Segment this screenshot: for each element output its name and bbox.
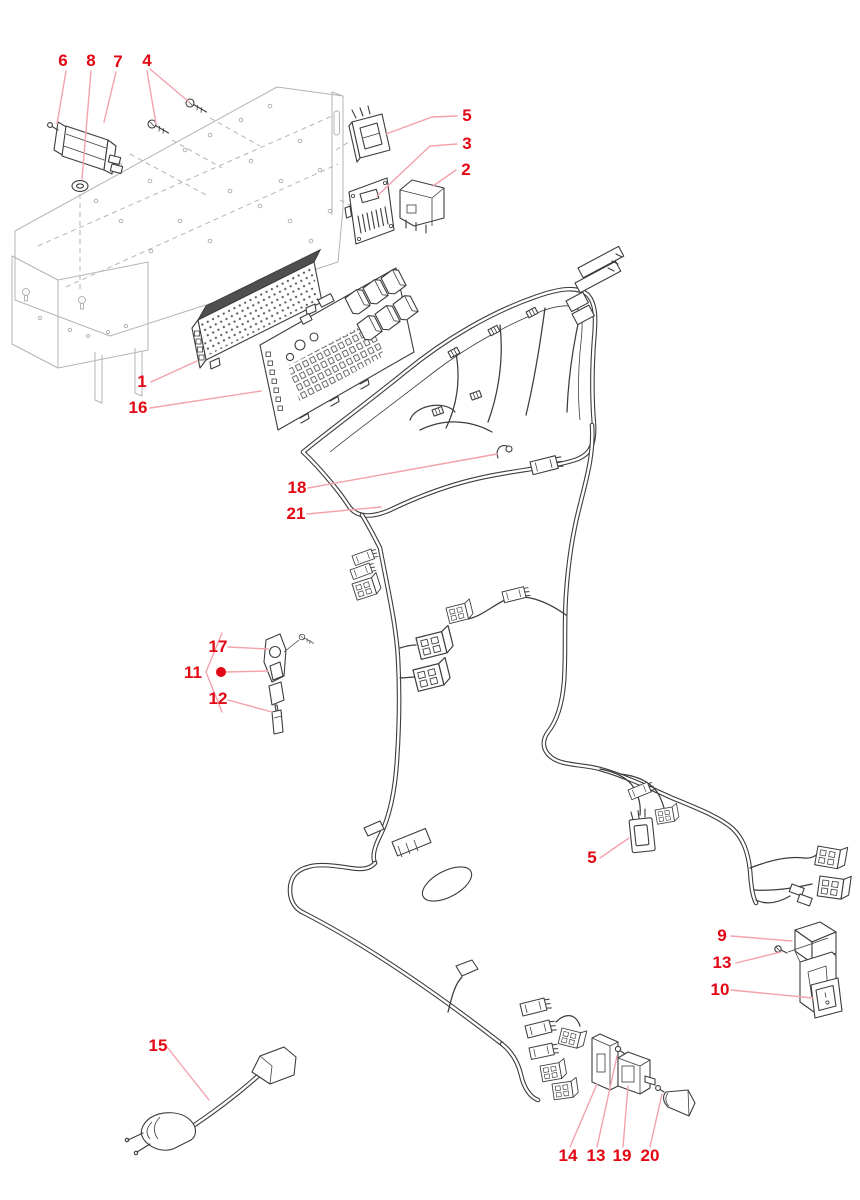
callout-10: 10 (711, 980, 730, 999)
part-14-socket-plate (591, 1033, 619, 1091)
part-2-transformer (399, 179, 445, 234)
callout-13-right: 13 (713, 953, 732, 972)
callout-9: 9 (717, 926, 726, 945)
part-16-control-board (259, 266, 420, 431)
part-21-wiring-harness (290, 245, 852, 1101)
part-7-mains-filter (53, 121, 124, 175)
callout-14: 14 (559, 1146, 578, 1165)
callout-11-marker-dot (216, 667, 226, 677)
part-3-power-board (344, 177, 395, 245)
callout-13-bottom: 13 (587, 1146, 606, 1165)
harness-top-connectors (565, 245, 625, 326)
part-12-fuse (268, 681, 285, 735)
callout-12: 12 (209, 689, 228, 708)
callout-5-bottom: 5 (587, 848, 596, 867)
part-19-appliance-socket (617, 1051, 656, 1095)
callout-19: 19 (613, 1146, 632, 1165)
callout-6: 6 (58, 51, 67, 70)
assembly-dashed-lines (37, 115, 353, 292)
part-8-grommet (71, 180, 89, 192)
callout-20: 20 (641, 1146, 660, 1165)
harness-anchor-clips (363, 820, 473, 902)
callout-7: 7 (113, 52, 122, 71)
callout-8: 8 (86, 51, 95, 70)
callout-4: 4 (142, 51, 152, 70)
part-10-power-switch (810, 977, 843, 1019)
part-5-switch-bottom (628, 808, 656, 854)
part-18-wire-clip (496, 445, 513, 459)
part-5-rocker-switch-top (348, 105, 391, 163)
chassis-panel (11, 86, 353, 404)
callout-11: 11 (184, 663, 202, 682)
chassis-holes (37, 103, 333, 339)
harness-bottom-cluster (519, 996, 588, 1101)
part-4-screw-a (147, 119, 170, 135)
part-15-power-cord (124, 1046, 297, 1156)
callout-17: 17 (209, 637, 228, 656)
callout-5-top: 5 (462, 106, 471, 125)
callout-21: 21 (287, 504, 306, 523)
callout-15: 15 (149, 1036, 168, 1055)
part-17-thermal-fuse (263, 633, 314, 683)
callout-16: 16 (129, 398, 148, 417)
part-1-power-module (191, 248, 323, 370)
callout-18: 18 (288, 478, 307, 497)
callout-3: 3 (462, 134, 471, 153)
callout-1: 1 (137, 372, 146, 391)
callout-leader-lines (56, 68, 814, 1148)
callout-2: 2 (461, 160, 470, 179)
part-13-screw-bottom (614, 1045, 626, 1055)
part-20-terminal-boot (655, 1085, 696, 1117)
part-4-screw-b (185, 98, 208, 114)
callout-labels: 6 8 7 4 5 3 2 1 16 18 21 17 11 12 5 9 13… (58, 51, 731, 1165)
part-6-screw (47, 122, 59, 131)
